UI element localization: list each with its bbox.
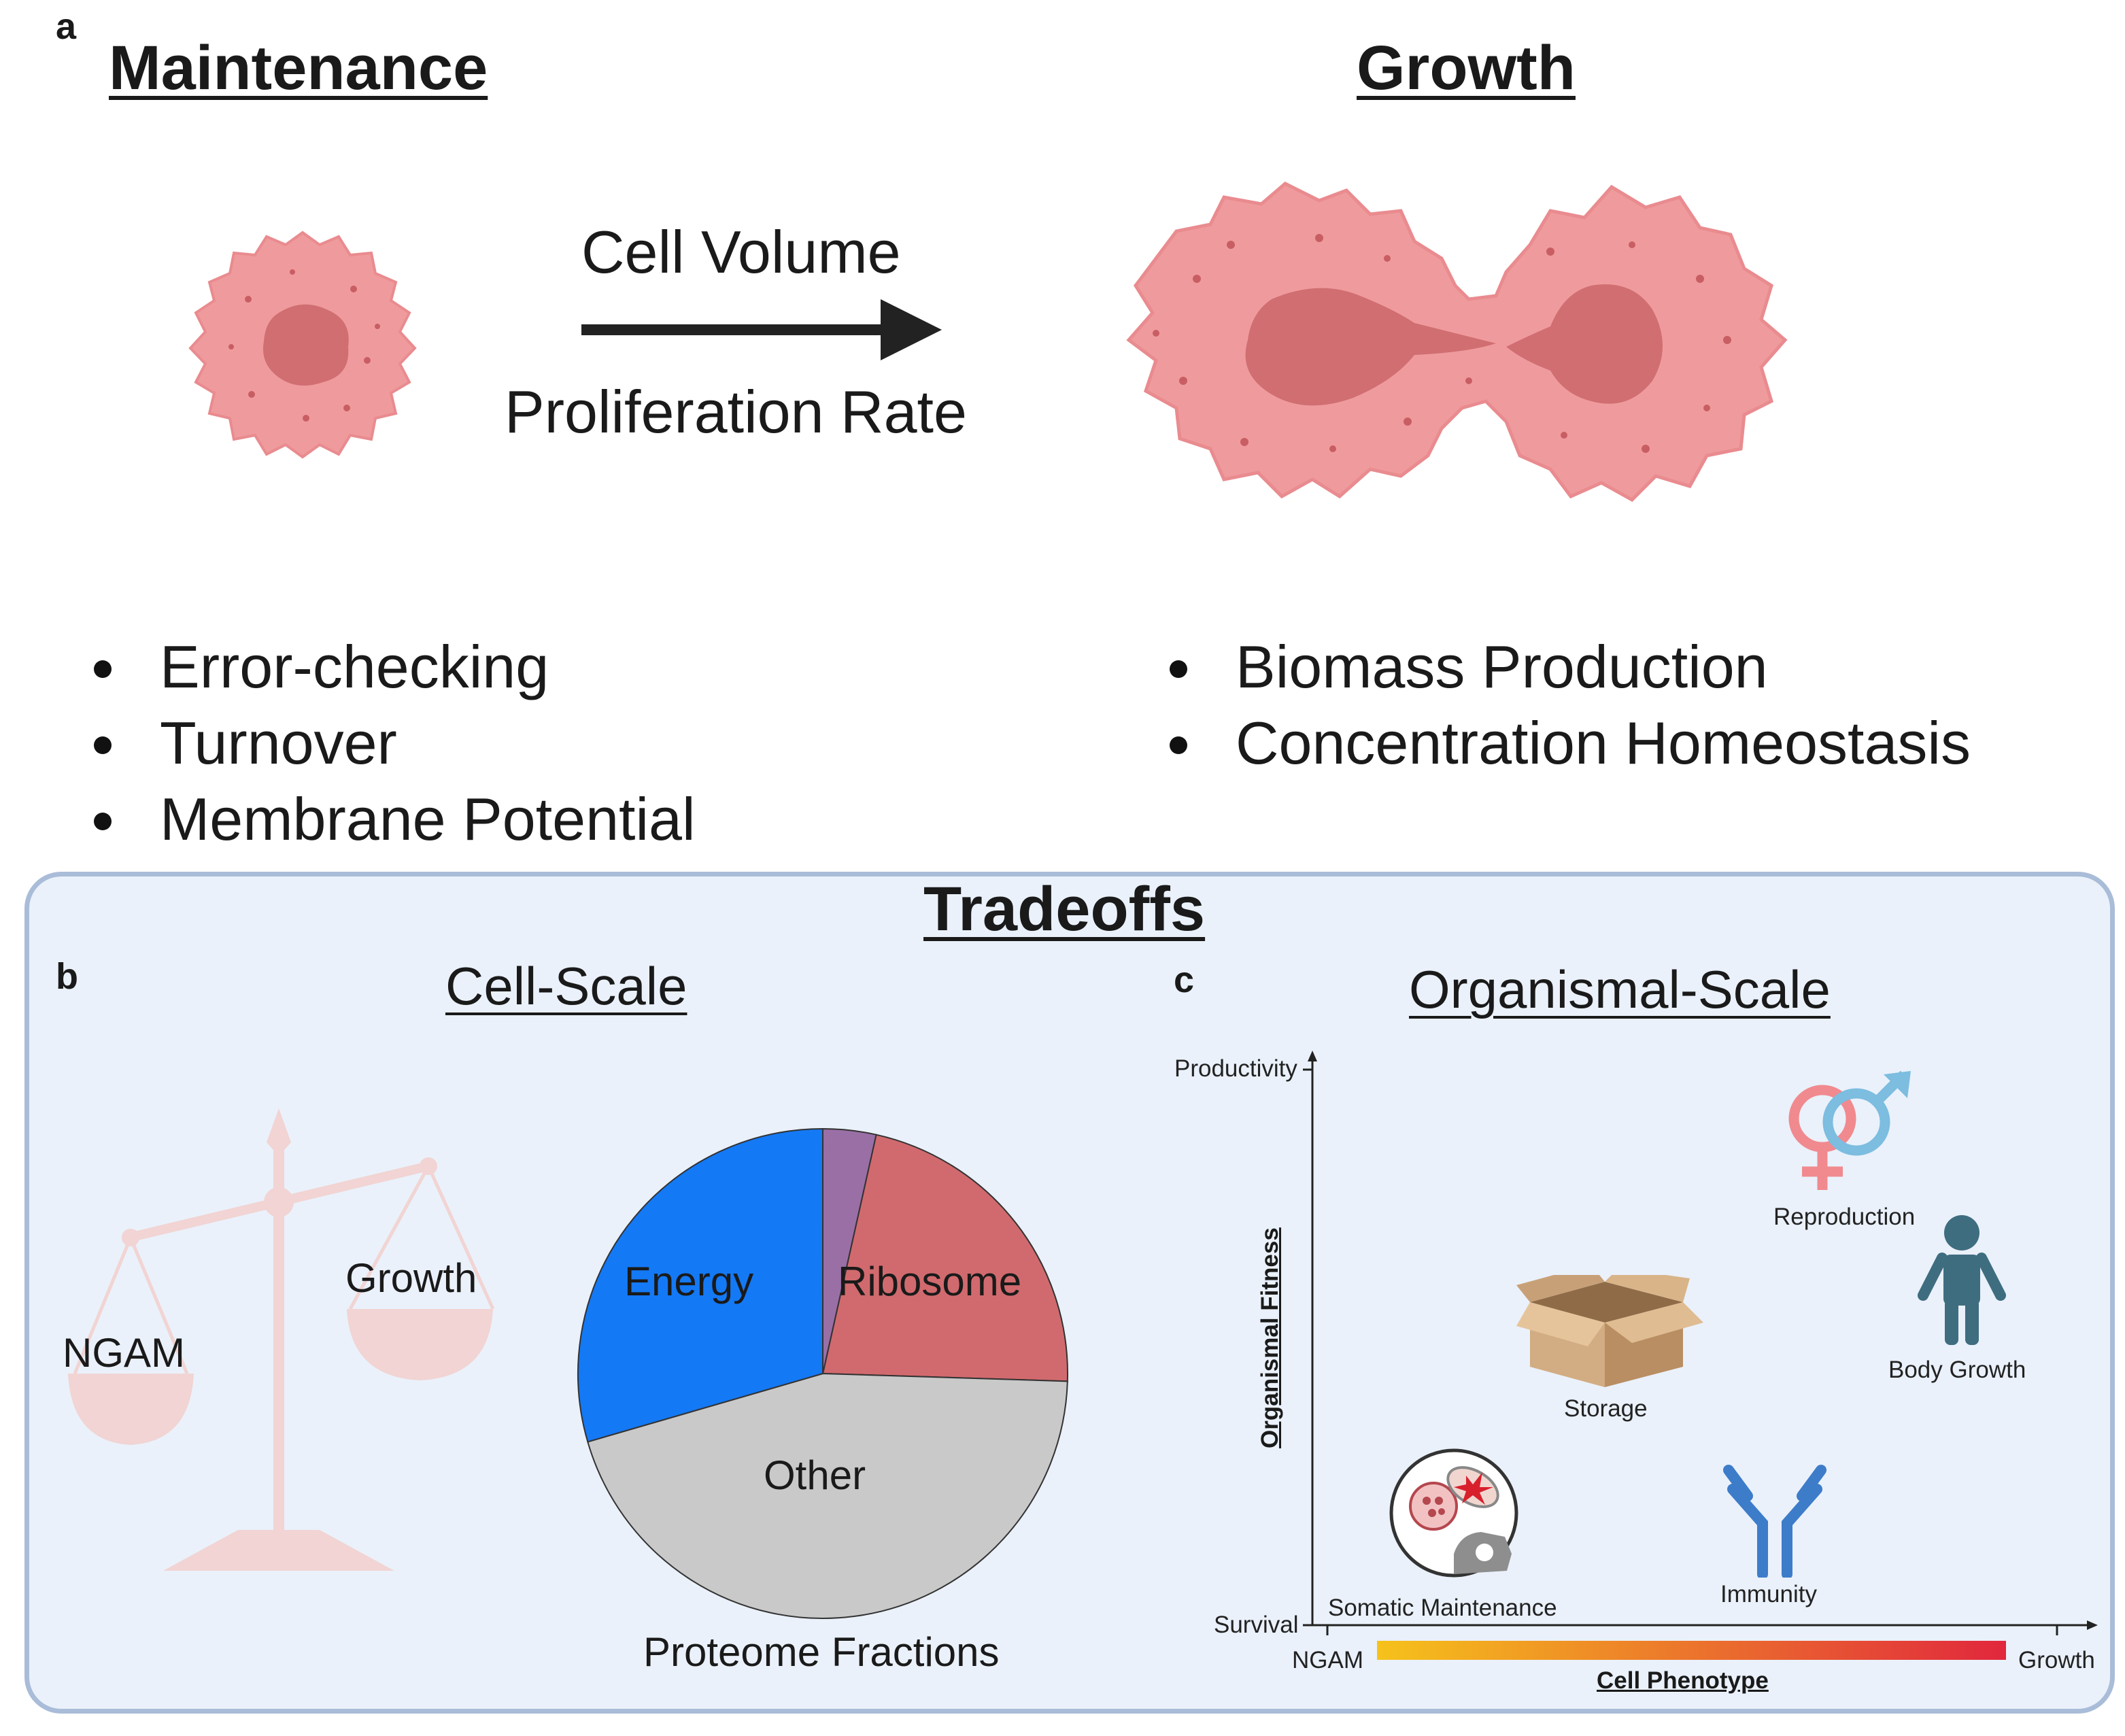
list-item: Error-checking: [88, 629, 696, 705]
scale-right-label: Growth: [345, 1255, 477, 1301]
panel-c-letter: c: [1174, 959, 1195, 1000]
tradeoffs-title: Tradeoffs: [923, 874, 1206, 944]
growth-title: Growth: [1357, 33, 1576, 103]
panel-a-letter: a: [56, 6, 77, 47]
pie-slice: [577, 1127, 824, 1443]
fitness-axes: [1303, 1051, 2098, 1660]
body-growth-label: Body Growth: [1888, 1357, 2026, 1383]
pie-slice: [822, 1127, 877, 1374]
growth-list: Biomass Production Concentration Homeost…: [1164, 629, 1971, 781]
x-right-label: Growth: [2018, 1647, 2095, 1673]
right-arrow-icon: [581, 299, 942, 360]
scale-left-label: NGAM: [63, 1330, 185, 1376]
balance-scale-icon: [68, 1108, 495, 1571]
single-cell-icon: [188, 231, 417, 459]
x-left-label: NGAM: [1292, 1647, 1363, 1673]
pie-label-energy: Energy: [624, 1259, 754, 1304]
y-bottom-label: Survival: [1214, 1612, 1299, 1638]
maintenance-list: Error-checking Turnover Membrane Potenti…: [88, 629, 696, 857]
x-axis-label: Cell Phenotype: [1597, 1667, 1769, 1694]
arrow-top-label: Cell Volume: [581, 218, 901, 286]
reproduction-label: Reproduction: [1773, 1204, 1916, 1230]
pie-slice: [587, 1372, 1068, 1619]
person-icon: [1918, 1215, 2006, 1345]
antibody-icon: [1723, 1465, 1826, 1578]
list-item: Membrane Potential: [88, 781, 696, 857]
list-item: Biomass Production: [1164, 629, 1971, 705]
arrow-bottom-label: Proliferation Rate: [505, 378, 967, 445]
list-item: Turnover: [88, 705, 696, 781]
box-icon: [1516, 1275, 1703, 1387]
storage-label: Storage: [1564, 1395, 1648, 1422]
panel-b-letter: b: [56, 956, 78, 997]
pie-label-other: Other: [764, 1452, 866, 1498]
dividing-cell-icon: [1126, 182, 1788, 503]
cell-repair-icon: [1389, 1448, 1518, 1578]
gender-symbols-icon: [1788, 1071, 1911, 1190]
cell-scale-title: Cell-Scale: [445, 956, 687, 1016]
pie-slice: [821, 1134, 1068, 1382]
pie-label-ribosome: Ribosome: [838, 1259, 1022, 1304]
organismal-scale-title: Organismal-Scale: [1409, 959, 1831, 1019]
y-top-label: Productivity: [1174, 1055, 1297, 1082]
immunity-label: Immunity: [1720, 1581, 1817, 1607]
list-item: Concentration Homeostasis: [1164, 705, 1971, 781]
pie-caption: Proteome Fractions: [643, 1629, 1000, 1675]
maintenance-title: Maintenance: [109, 33, 488, 103]
proteome-pie-chart: [577, 1127, 1068, 1619]
y-axis-label: Organismal Fitness: [1257, 1227, 1283, 1448]
somatic-maintenance-label: Somatic Maintenance: [1328, 1595, 1557, 1621]
